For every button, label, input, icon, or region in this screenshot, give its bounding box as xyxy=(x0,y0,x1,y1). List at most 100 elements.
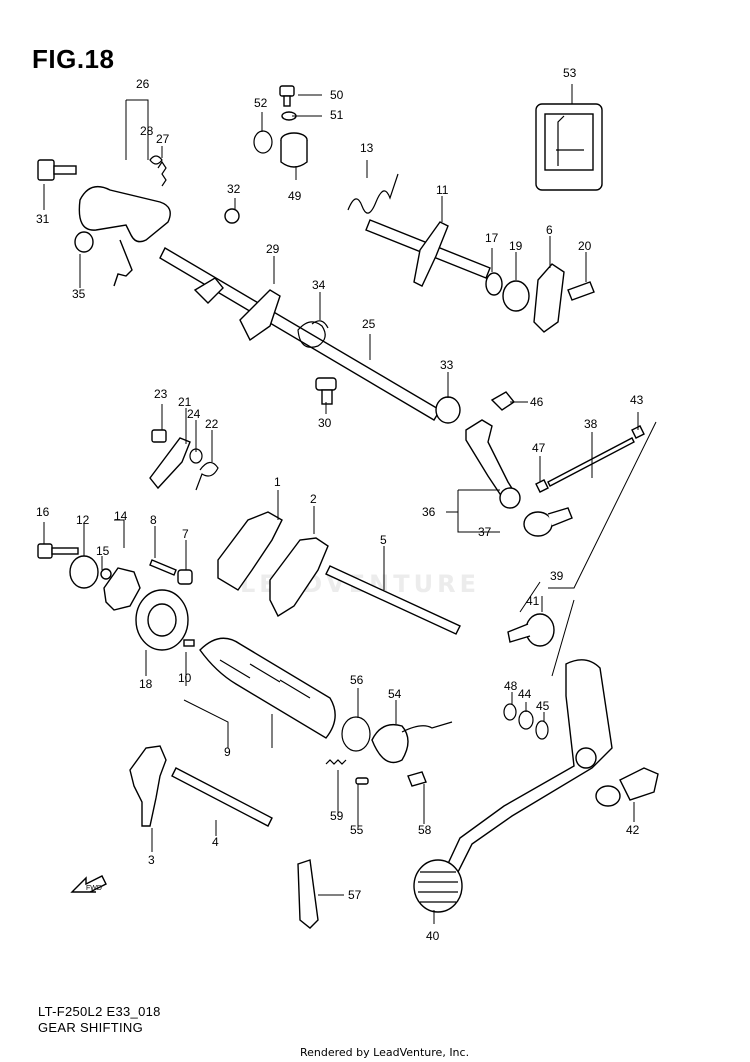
callout-7: 7 xyxy=(182,527,189,541)
callout-6: 6 xyxy=(546,223,553,237)
nut-part-7 xyxy=(177,569,193,585)
rod-part-38 xyxy=(547,437,635,487)
washer-part-44 xyxy=(518,710,534,730)
callout-11: 11 xyxy=(436,183,449,197)
plate-part-21 xyxy=(149,437,191,490)
callout-43: 43 xyxy=(630,393,644,407)
shift-drum-part-9 xyxy=(199,637,336,739)
callout-46: 46 xyxy=(530,395,544,409)
bolt-part-50 xyxy=(279,85,295,107)
shaft-part-11 xyxy=(365,219,491,287)
figure-name: GEAR SHIFTING xyxy=(38,1020,144,1035)
callout-37: 37 xyxy=(478,525,492,539)
o-ring-part-52 xyxy=(253,130,273,154)
callout-45: 45 xyxy=(536,699,550,713)
fork-part-1 xyxy=(217,511,283,591)
callout-14: 14 xyxy=(114,509,128,523)
spring-part-27 xyxy=(157,160,167,187)
callout-25: 25 xyxy=(362,317,376,331)
callout-19: 19 xyxy=(509,239,523,253)
spring-part-22 xyxy=(195,461,219,491)
callout-54: 54 xyxy=(388,687,402,701)
pin-part-30 xyxy=(315,377,337,405)
fork-part-3 xyxy=(129,745,167,827)
bearing-part-18 xyxy=(135,589,189,651)
gearshift-shaft-part-25 xyxy=(159,247,441,421)
callout-18: 18 xyxy=(139,677,153,691)
callout-56: 56 xyxy=(350,673,364,687)
o-ring-part-56 xyxy=(341,716,371,752)
callout-8: 8 xyxy=(150,513,157,527)
callout-38: 38 xyxy=(584,417,598,431)
callout-9: 9 xyxy=(224,745,231,759)
cam-part-14 xyxy=(103,567,141,611)
callout-58: 58 xyxy=(418,823,432,837)
pin-part-15 xyxy=(100,568,112,580)
fork-part-2 xyxy=(269,537,329,618)
spring-part-34 xyxy=(297,320,329,348)
callout-52: 52 xyxy=(254,96,268,110)
rod-part-4 xyxy=(171,767,273,827)
callout-27: 27 xyxy=(156,132,170,146)
callout-59: 59 xyxy=(330,809,344,823)
bolt-part-58 xyxy=(407,771,427,787)
callout-28: 28 xyxy=(140,124,154,138)
washer-part-17 xyxy=(485,272,503,296)
callout-10: 10 xyxy=(178,671,192,685)
clip-part-28 xyxy=(149,155,163,165)
callout-40: 40 xyxy=(426,929,440,943)
callout-20: 20 xyxy=(578,239,592,253)
shift-pattern-label-icon xyxy=(535,103,603,191)
callout-3: 3 xyxy=(148,853,155,867)
ball-joint-part-36 xyxy=(499,487,521,509)
spring-part-59 xyxy=(325,759,347,765)
figure-title: FIG.18 xyxy=(32,44,115,74)
bolt-part-16 xyxy=(37,543,79,559)
callout-23: 23 xyxy=(154,387,168,401)
callout-30: 30 xyxy=(318,416,332,430)
callout-2: 2 xyxy=(310,492,317,506)
callout-36: 36 xyxy=(422,505,436,519)
callout-47: 47 xyxy=(532,441,546,455)
plate-part-12 xyxy=(69,555,99,589)
rod-part-5 xyxy=(325,565,461,635)
callout-1: 1 xyxy=(274,475,281,489)
callout-51: 51 xyxy=(330,108,344,122)
washer-part-48 xyxy=(503,703,517,721)
callout-16: 16 xyxy=(36,505,50,519)
callout-49: 49 xyxy=(288,189,302,203)
cap-part-37 xyxy=(523,507,573,537)
bolt-part-20 xyxy=(567,281,595,301)
washer-part-35 xyxy=(74,231,94,253)
screw-part-8 xyxy=(149,559,177,576)
seal-part-45 xyxy=(535,720,549,740)
spring-part-13 xyxy=(347,173,399,214)
pin-part-55 xyxy=(355,777,369,785)
callout-5: 5 xyxy=(380,533,387,547)
callout-33: 33 xyxy=(440,358,454,372)
shift-arm-part-26 xyxy=(78,186,171,287)
callout-42: 42 xyxy=(626,823,640,837)
bearing-part-33 xyxy=(435,396,461,424)
callout-55: 55 xyxy=(350,823,364,837)
svg-text:FWD: FWD xyxy=(86,885,102,892)
clip-part-57 xyxy=(297,859,319,929)
bolt-part-23 xyxy=(151,429,167,443)
bolt-part-46 xyxy=(490,391,516,411)
seal-part-32 xyxy=(224,208,240,224)
arm-part-6 xyxy=(533,263,565,333)
callout-41: 41 xyxy=(526,594,540,608)
callout-24: 24 xyxy=(187,407,201,421)
callout-17: 17 xyxy=(485,231,499,245)
callout-labels: 1 2 3 4 5 6 7 8 9 10 11 12 13 14 15 16 1… xyxy=(36,66,644,943)
callout-15: 15 xyxy=(96,544,110,558)
callout-44: 44 xyxy=(518,687,532,701)
sensor-part-54 xyxy=(371,721,453,764)
callout-48: 48 xyxy=(504,679,518,693)
callout-4: 4 xyxy=(212,835,219,849)
fwd-arrow-icon: FWD xyxy=(70,875,107,893)
callout-26: 26 xyxy=(136,77,150,91)
bearing-part-19 xyxy=(502,280,530,312)
figure-code: LT-F250L2 E33_018 xyxy=(38,1004,161,1019)
callout-57: 57 xyxy=(348,888,362,902)
